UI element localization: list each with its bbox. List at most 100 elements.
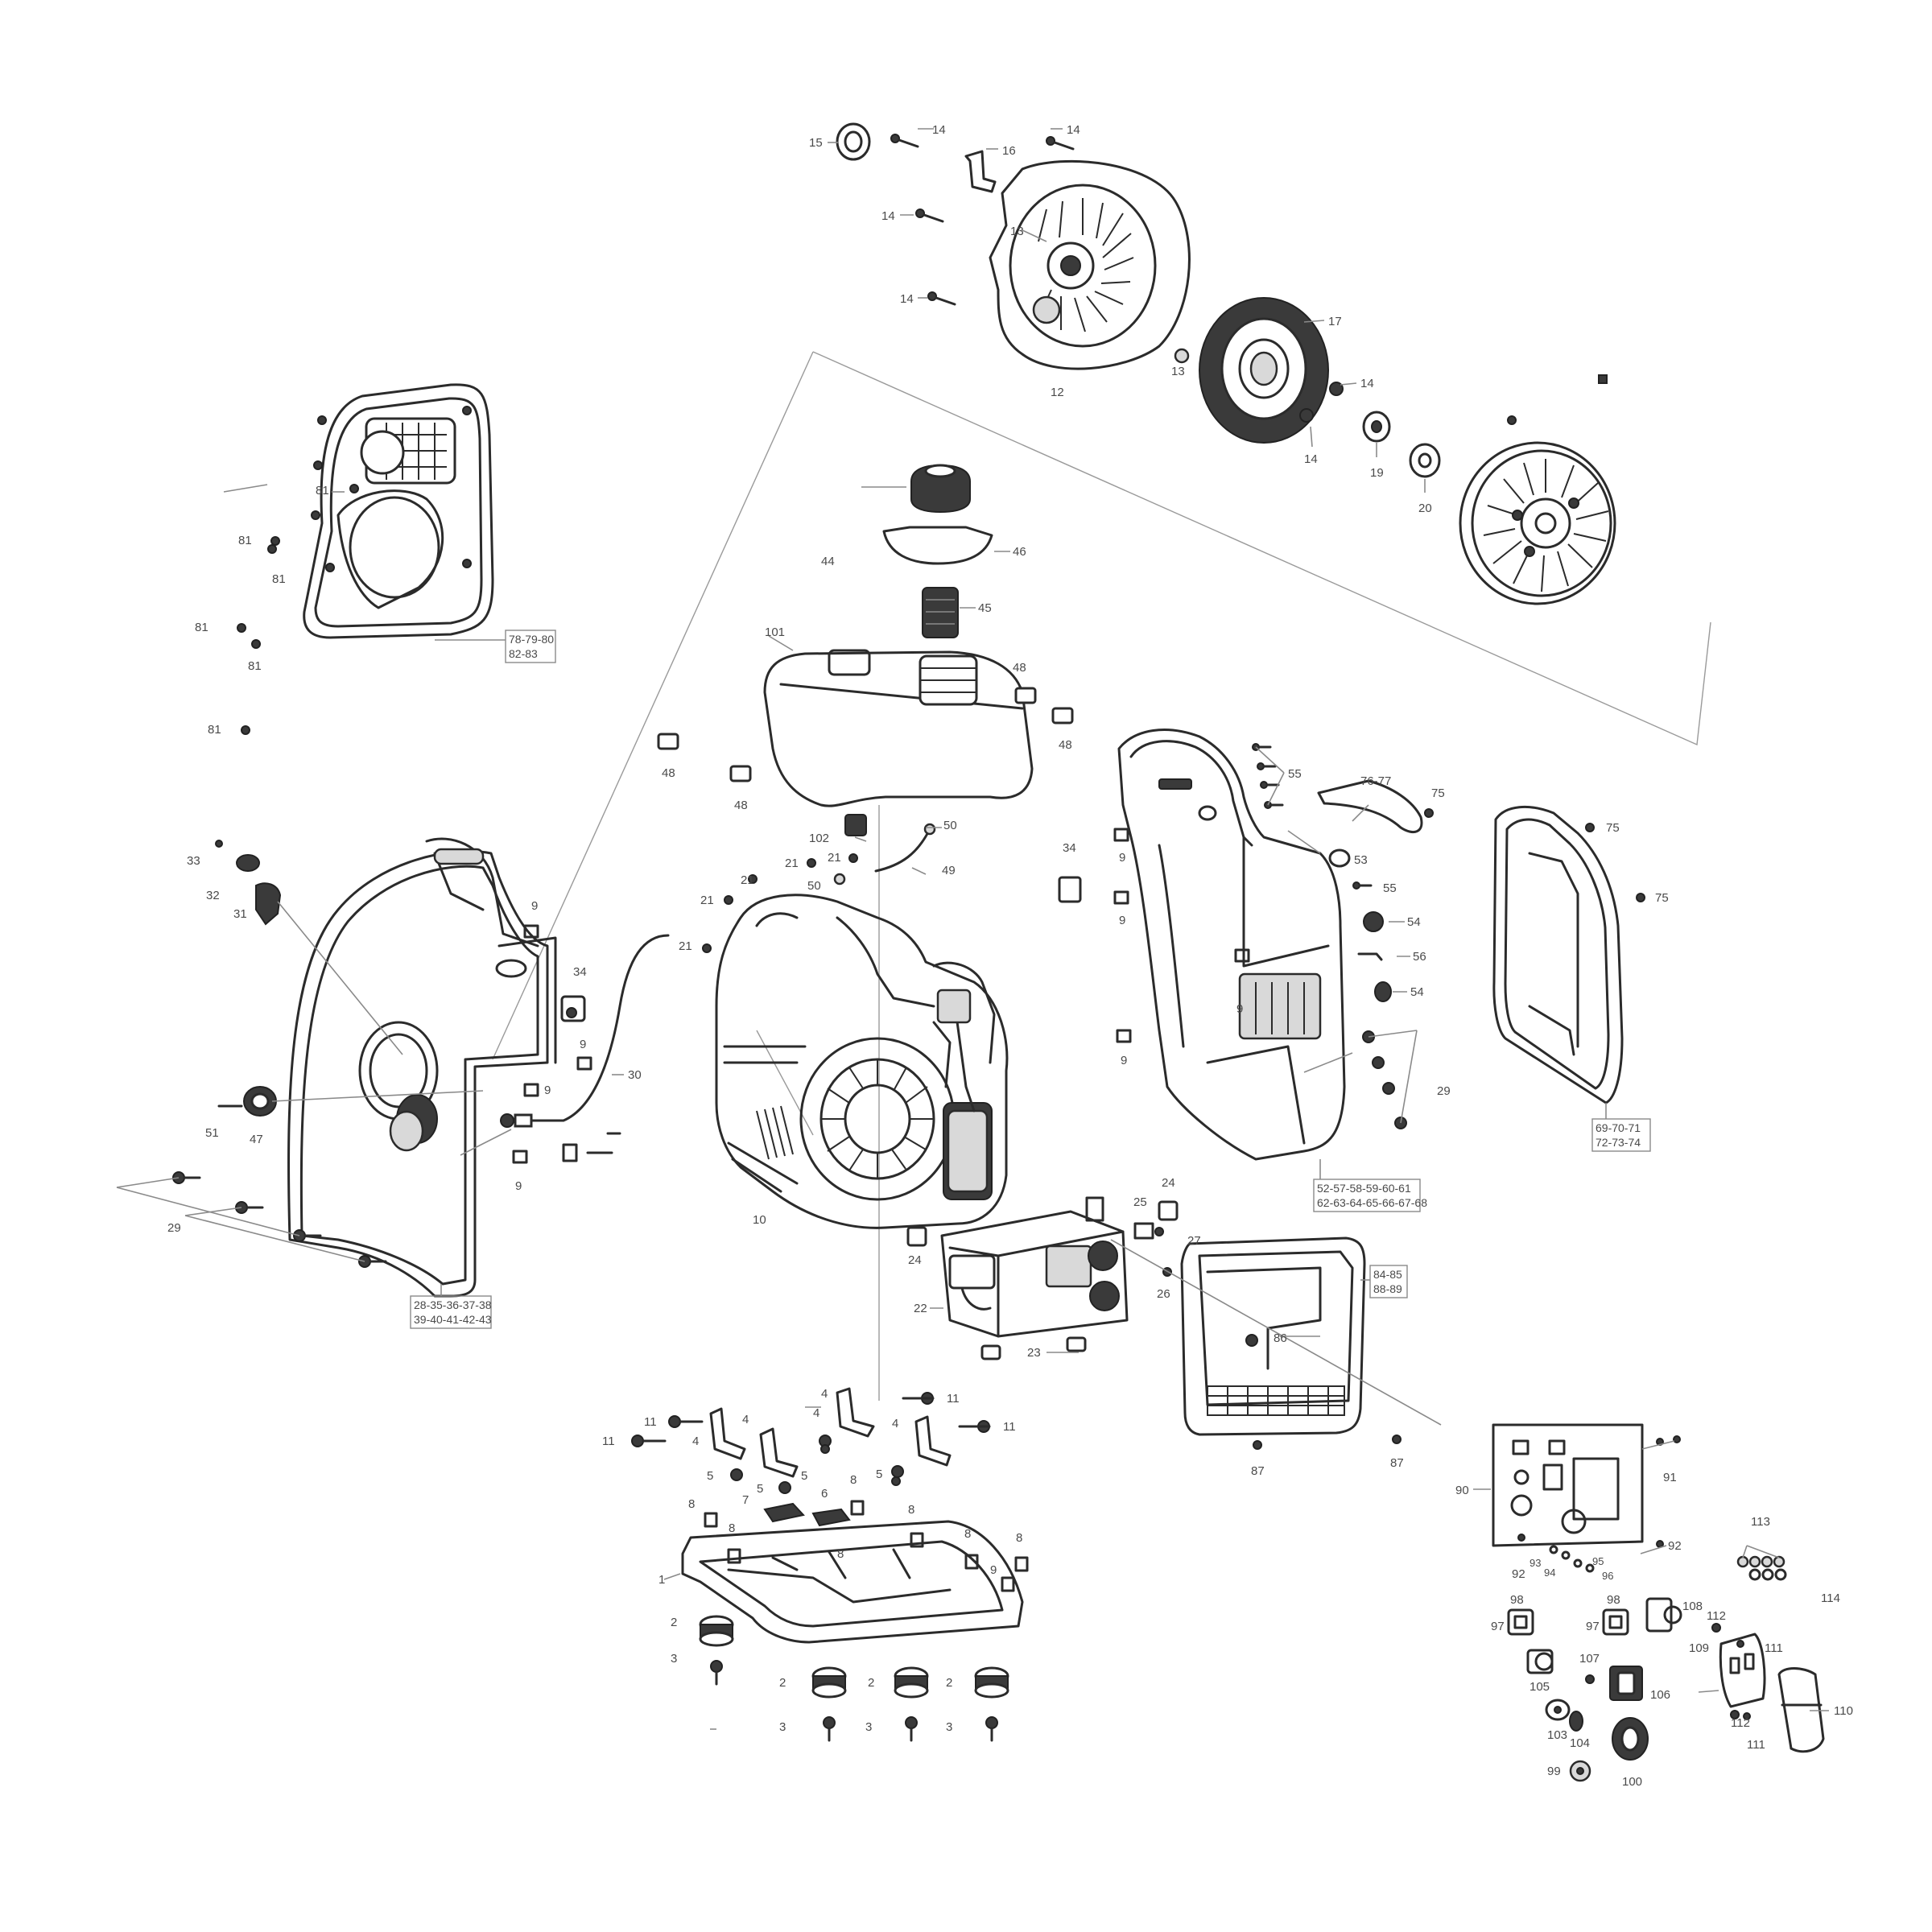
callout: 4 (821, 1387, 828, 1401)
callout: 46 (1013, 545, 1026, 559)
plug-103 (1545, 1699, 1571, 1721)
callout: 23 (1027, 1346, 1041, 1360)
callout: 93 (1530, 1557, 1541, 1569)
callout: 100 (1622, 1775, 1642, 1789)
assembly-box-side-cover-left: 28-35-36-37-38 39-40-41-42-43 (410, 1284, 492, 1329)
washer-20 (1409, 443, 1441, 478)
callout: 29 (1437, 1084, 1451, 1098)
callout: 31 (233, 907, 247, 921)
callout: 14 (1304, 452, 1318, 466)
svg-text:82-83: 82-83 (509, 647, 538, 660)
engine (715, 894, 1009, 1229)
callout: 54 (1410, 985, 1424, 999)
ignition-100 (1612, 1717, 1649, 1761)
callout: 111 (1747, 1738, 1765, 1752)
svg-text:72-73-74: 72-73-74 (1596, 1136, 1641, 1149)
assembly-frame-lines (492, 351, 1711, 1401)
callout: 9 (580, 1038, 586, 1051)
callout: 97 (1586, 1620, 1600, 1633)
svg-text:69-70-71: 69-70-71 (1596, 1121, 1641, 1134)
callout: 27 (1187, 1234, 1201, 1248)
breaker-105 (1526, 1649, 1554, 1674)
bolts-top (890, 134, 1075, 306)
callout: 1 (658, 1573, 665, 1587)
callout: 24 (908, 1253, 922, 1267)
callout: 2 (671, 1616, 677, 1629)
nuts-5-bolts-6-7 (730, 1435, 904, 1527)
key-dot (1507, 415, 1517, 425)
callout: 105 (1530, 1680, 1550, 1694)
callout: 75 (1431, 786, 1445, 800)
svg-text:84-85: 84-85 (1373, 1268, 1402, 1281)
callout: 13 (1010, 225, 1024, 238)
control-panel-plate (1492, 1423, 1644, 1547)
callout: 3 (865, 1720, 872, 1734)
callout: 14 (1360, 377, 1374, 390)
screws-55 (1252, 743, 1373, 890)
callout: 3 (779, 1720, 786, 1734)
spacer (1174, 348, 1190, 364)
latch-parts (215, 840, 282, 926)
callout: 8 (688, 1497, 695, 1511)
callout: 87 (1390, 1456, 1404, 1470)
callout: 33 (187, 854, 200, 868)
callout: 20 (1418, 502, 1432, 515)
callout: 21 (741, 873, 754, 887)
callout: 14 (881, 209, 895, 223)
callout: 81 (316, 484, 329, 497)
callout: 99 (1547, 1765, 1561, 1778)
switch-97-right (1602, 1608, 1629, 1636)
screws-75 (1424, 808, 1645, 902)
callout: 51 (205, 1126, 219, 1140)
callout: 8 (729, 1521, 735, 1535)
cap-104 (1569, 1711, 1583, 1732)
callout: 87 (1251, 1464, 1265, 1478)
callout: 8 (908, 1503, 914, 1517)
callout: 5 (801, 1469, 807, 1483)
callout: 9 (990, 1563, 997, 1577)
callout: 11 (1003, 1420, 1016, 1434)
callout: 14 (900, 292, 914, 306)
svg-text:52-57-58-59-60-61: 52-57-58-59-60-61 (1317, 1182, 1411, 1195)
callout: 8 (837, 1547, 844, 1561)
callout: 97 (1491, 1620, 1505, 1633)
callout: 50 (943, 819, 957, 832)
callout: 111 (1765, 1641, 1783, 1655)
callout: 16 (1002, 144, 1016, 158)
cable-30 (500, 934, 670, 1162)
callout: 2 (779, 1676, 786, 1690)
inverter-module (940, 1196, 1129, 1338)
callout: 4 (813, 1406, 819, 1420)
washer-19 (1362, 411, 1391, 443)
screws-29-left (172, 1171, 387, 1268)
fuel-cap (910, 464, 971, 514)
callout: 98 (1510, 1593, 1524, 1607)
callout-labels: 15 14 14 16 14 13 14 17 13 12 14 14 19 2… (167, 123, 1853, 1789)
callout: 91 (1663, 1471, 1677, 1484)
callout: 92 (1512, 1567, 1525, 1581)
callout: 8 (1016, 1531, 1022, 1545)
callout: 34 (1063, 841, 1076, 855)
callout: 81 (248, 659, 262, 673)
screws-29-right (1362, 1030, 1407, 1129)
callout: 17 (1328, 315, 1342, 328)
callout: 50 (807, 879, 821, 893)
clips-50-21 (702, 823, 936, 953)
callout: 94 (1544, 1567, 1555, 1579)
callout: 21 (828, 851, 841, 865)
callout: 9 (515, 1179, 522, 1193)
callout: 56 (1413, 950, 1426, 964)
callout: 55 (1288, 767, 1302, 781)
callout: 109 (1689, 1641, 1709, 1655)
callout: 14 (932, 123, 946, 137)
switch-97-left (1507, 1608, 1534, 1636)
callout: 9 (1121, 1054, 1127, 1067)
callout: 10 (753, 1213, 766, 1227)
callout: 48 (1059, 738, 1072, 752)
callout: 4 (692, 1435, 699, 1448)
callout: 55 (1383, 881, 1397, 895)
callout: 9 (1119, 914, 1125, 927)
choke-knob (243, 1086, 277, 1117)
callout: 81 (238, 534, 252, 547)
callout: 26 (1157, 1287, 1170, 1301)
